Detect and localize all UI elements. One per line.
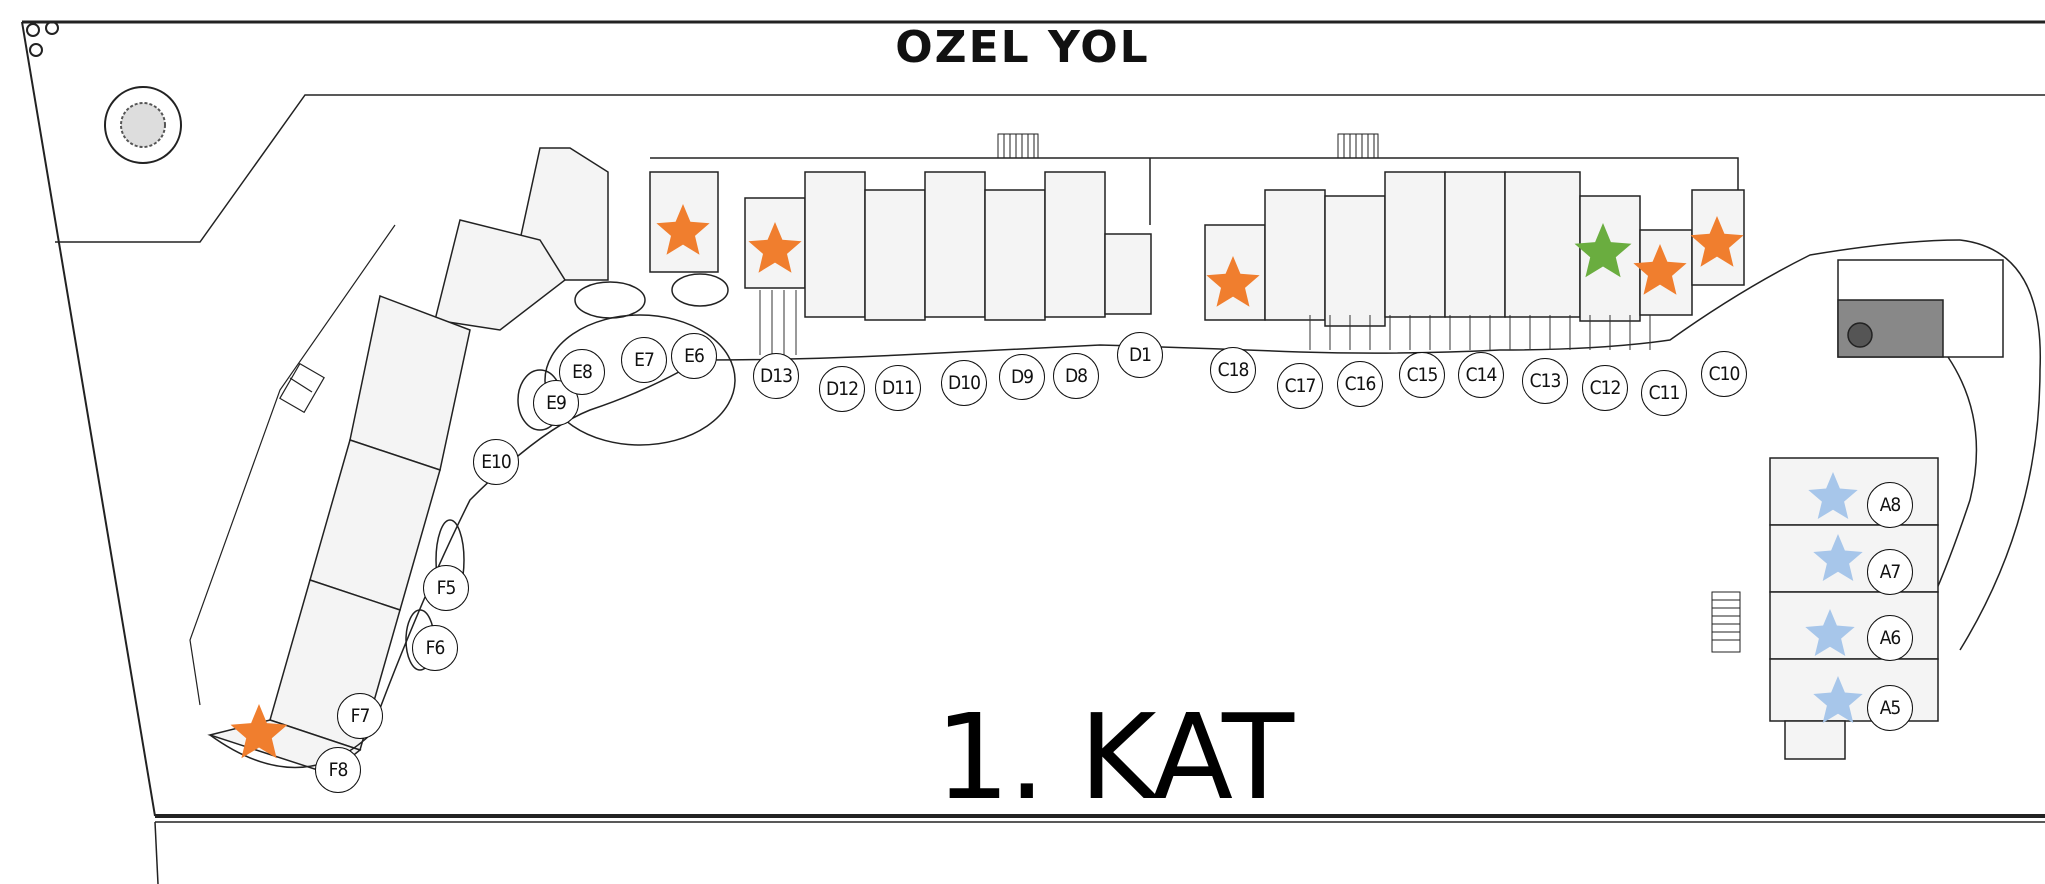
unit-label-d12: D12 [819,366,865,412]
stairs-top-right [1337,133,1379,159]
star-marker-blue-a7 [1813,534,1863,581]
star-marker-blue-a5 [1813,676,1863,723]
building-block-e [434,147,719,331]
site-boundary [21,20,2045,884]
unit-label-e10: E10 [473,439,519,485]
star-marker-orange-d13 [748,222,802,273]
tree-icon [104,86,182,164]
corridor [650,157,1739,225]
right-structure [1837,239,2042,651]
unit-label-c10: C10 [1701,351,1747,397]
star-marker-orange-e [656,204,710,255]
unit-label-a6: A6 [1867,615,1913,661]
unit-label-d9: D9 [999,354,1045,400]
diagonal-outer-wall [189,224,396,706]
star-marker-blue-a8 [1808,472,1858,519]
unit-label-c18: C18 [1210,347,1256,393]
unit-label-d1: D1 [1117,332,1163,378]
stairs-a-block [1711,591,1741,653]
star-marker-orange-c10 [1690,216,1744,267]
unit-label-f8: F8 [315,747,361,793]
star-markers [230,204,1863,759]
unit-label-c14: C14 [1458,352,1504,398]
unit-label-c11: C11 [1641,370,1687,416]
unit-label-e6: E6 [671,333,717,379]
star-marker-orange-c11 [1633,244,1687,295]
road-label: OZEL YOL [895,22,1150,73]
building-block-d [744,171,1152,321]
unit-label-d8: D8 [1053,353,1099,399]
unit-label-c15: C15 [1399,352,1445,398]
unit-label-d10: D10 [941,360,987,406]
unit-label-a8: A8 [1867,482,1913,528]
unit-label-c12: C12 [1582,365,1628,411]
star-marker-orange-c18 [1206,256,1260,307]
unit-label-a7: A7 [1867,549,1913,595]
unit-label-f5: F5 [423,565,469,611]
unit-label-d11: D11 [875,365,921,411]
star-marker-orange-f8 [230,704,288,759]
stairs-top-left [997,133,1039,159]
star-marker-green-c12 [1574,223,1632,278]
unit-label-a5: A5 [1867,685,1913,731]
unit-label-d13: D13 [753,353,799,399]
unit-label-e7: E7 [621,337,667,383]
unit-label-f6: F6 [412,625,458,671]
unit-label-f7: F7 [337,693,383,739]
garden-hatch [759,290,1651,355]
garden-path [209,239,1961,769]
unit-label-c16: C16 [1337,361,1383,407]
unit-label-c17: C17 [1277,363,1323,409]
star-marker-blue-a6 [1805,609,1855,656]
unit-label-e8: E8 [559,349,605,395]
floor-label: 1. KAT [935,688,1294,826]
building-block-c [1204,171,1745,327]
unit-label-c13: C13 [1522,358,1568,404]
corner-decoration-icon [26,21,59,57]
